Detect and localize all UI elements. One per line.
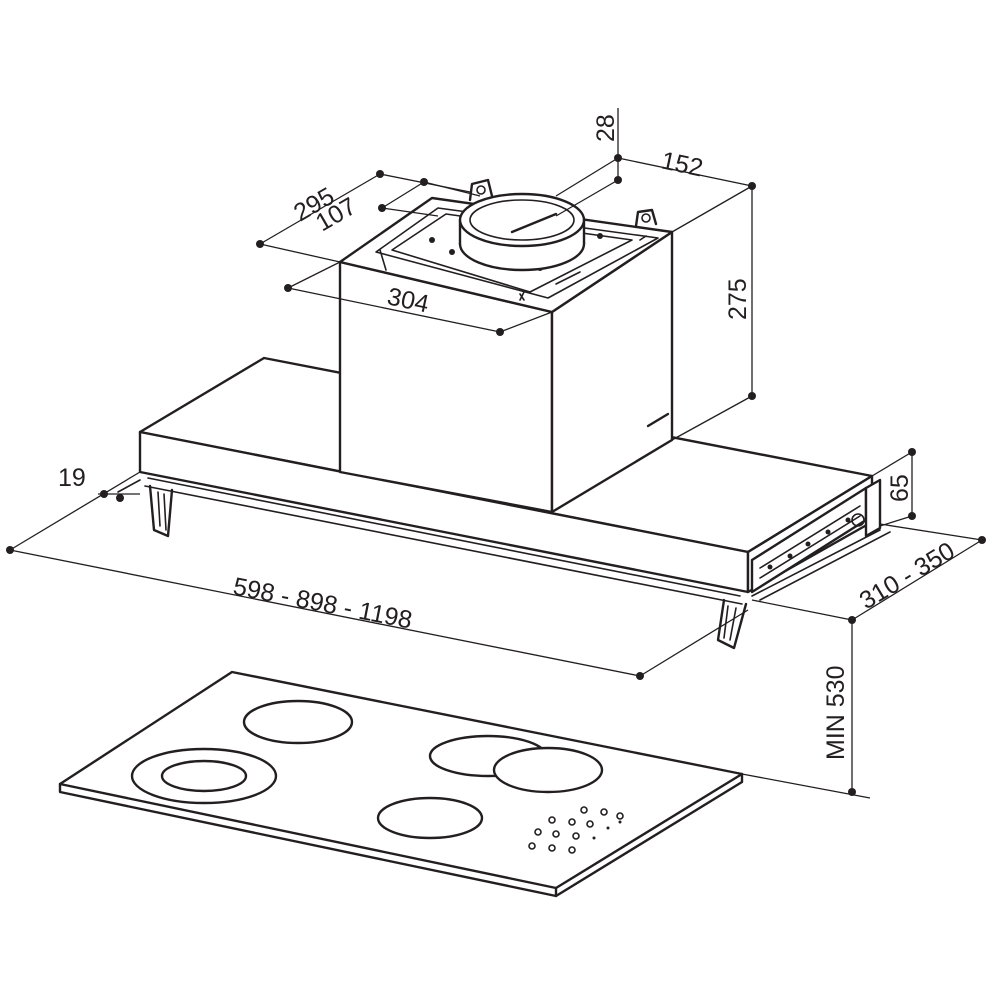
side-rail bbox=[750, 478, 891, 601]
dimension-lines bbox=[6, 108, 986, 799]
hood-underside-edge bbox=[144, 477, 743, 605]
dimension-label-hood-width: 598 - 898 - 1198 bbox=[231, 572, 415, 634]
burner-back-right-inner bbox=[492, 746, 604, 794]
dimension-label-chimney-height: 275 bbox=[724, 278, 752, 320]
dimension-label-min-height: MIN 530 bbox=[822, 666, 850, 760]
right-bracket bbox=[716, 598, 748, 650]
hob bbox=[58, 670, 744, 898]
mounting-lug-left bbox=[468, 178, 494, 202]
mounting-plate bbox=[391, 213, 633, 293]
burner-front-left bbox=[130, 747, 278, 805]
mounting-lug-right bbox=[634, 208, 658, 228]
burner-back-left bbox=[242, 699, 354, 745]
duct-collar bbox=[458, 192, 586, 272]
dimension-label-hood-depth: 310 - 350 bbox=[855, 537, 960, 615]
chimney bbox=[338, 178, 674, 514]
dimension-label-duct-height: 28 bbox=[592, 114, 620, 142]
burner-front-right bbox=[376, 796, 484, 840]
dimension-label-front-offset: 19 bbox=[58, 464, 86, 492]
chimney-inner-rim bbox=[375, 207, 659, 299]
left-bracket bbox=[117, 479, 174, 538]
dimension-label-hood-height: 65 bbox=[886, 474, 914, 502]
dimension-label-chimney-depth: 152 bbox=[659, 146, 706, 182]
touch-controls bbox=[528, 806, 624, 854]
chimney-vent-slot bbox=[646, 412, 670, 428]
